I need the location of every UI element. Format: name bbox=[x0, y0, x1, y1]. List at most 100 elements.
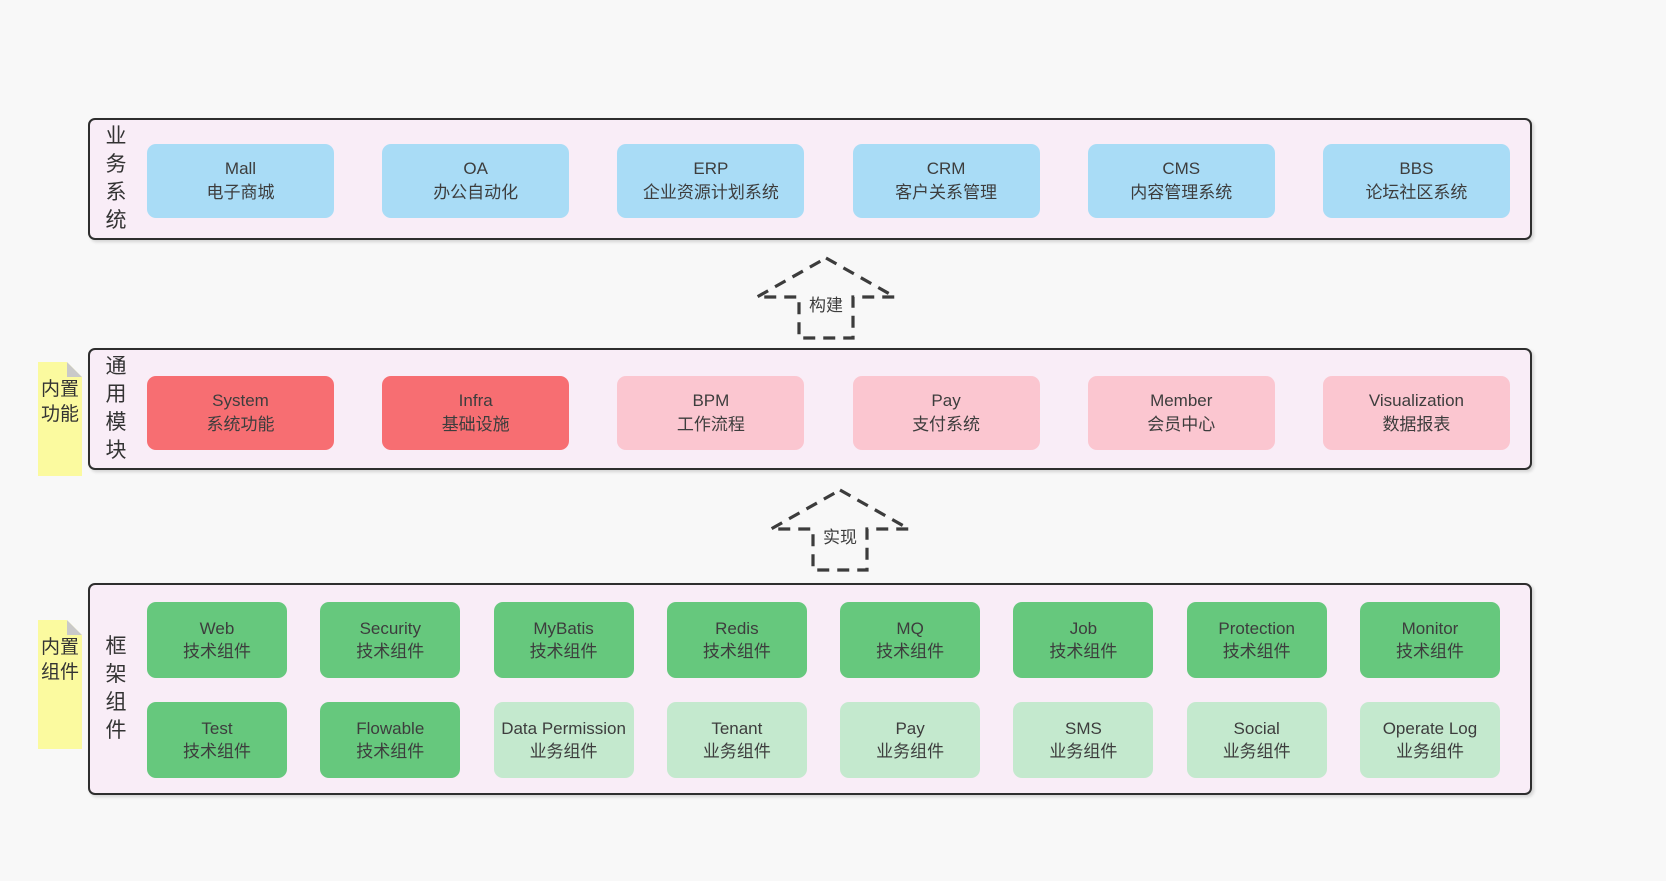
implement-arrow-label: 实现 bbox=[823, 528, 857, 547]
box-mq: MQ 技术组件 bbox=[840, 602, 981, 678]
arrow-up-outline bbox=[765, 488, 915, 572]
box-subtitle: 办公自动化 bbox=[433, 183, 519, 202]
framework-components-row-2: Test 技术组件 Flowable 技术组件 Data Permission … bbox=[147, 702, 1500, 778]
box-data-permission: Data Permission 业务组件 bbox=[493, 702, 634, 778]
box-sms: SMS 业务组件 bbox=[1013, 702, 1154, 778]
box-subtitle: 技术组件 bbox=[183, 642, 251, 661]
box-cms: CMS 内容管理系统 bbox=[1087, 144, 1275, 218]
box-title: Flowable bbox=[356, 719, 425, 738]
box-title: Operate Log bbox=[1382, 719, 1478, 738]
box-subtitle: 技术组件 bbox=[356, 642, 425, 661]
box-title: Tenant bbox=[711, 719, 763, 738]
box-monitor: Monitor 技术组件 bbox=[1359, 602, 1500, 678]
sticky-note-built-in-features: 内置功能 bbox=[38, 362, 82, 476]
folded-corner-icon bbox=[67, 362, 82, 377]
box-redis: Redis 技术组件 bbox=[666, 602, 807, 678]
box-subtitle: 支付系统 bbox=[912, 415, 981, 434]
box-subtitle: 技术组件 bbox=[183, 742, 251, 761]
build-arrow-label: 构建 bbox=[809, 296, 843, 315]
box-crm: CRM 客户关系管理 bbox=[852, 144, 1040, 218]
box-title: Redis bbox=[715, 619, 759, 638]
box-mybatis: MyBatis 技术组件 bbox=[493, 602, 634, 678]
box-subtitle: 业务组件 bbox=[1049, 742, 1118, 761]
box-title: Web bbox=[199, 619, 235, 638]
box-title: Pay bbox=[895, 719, 925, 738]
box-erp: ERP 企业资源计划系统 bbox=[617, 144, 805, 218]
box-subtitle: 业务组件 bbox=[876, 742, 945, 761]
box-oa: OA 办公自动化 bbox=[382, 144, 570, 218]
note-label: 内置功能 bbox=[40, 379, 79, 425]
box-title: Monitor bbox=[1401, 619, 1459, 638]
box-subtitle: 会员中心 bbox=[1147, 415, 1216, 434]
box-pay-component: Pay 业务组件 bbox=[840, 702, 981, 778]
business-systems-row: Mall 电子商城 OA 办公自动化 ERP 企业资源计划系统 CRM 客户关系… bbox=[147, 144, 1510, 218]
note-label: 内置组件 bbox=[40, 637, 79, 683]
box-tenant: Tenant 业务组件 bbox=[666, 702, 807, 778]
box-title: Protection bbox=[1218, 619, 1295, 638]
box-title: System bbox=[212, 391, 269, 410]
box-subtitle: 技术组件 bbox=[529, 642, 598, 661]
box-subtitle: 内容管理系统 bbox=[1130, 183, 1233, 202]
box-title: SMS bbox=[1064, 719, 1102, 738]
framework-components-panel: 框架组件 Web 技术组件 Security 技术组件 MyBatis 技术组件… bbox=[88, 583, 1532, 795]
folded-corner-icon bbox=[67, 620, 82, 635]
box-title: Test bbox=[201, 719, 233, 738]
box-subtitle: 客户关系管理 bbox=[895, 183, 998, 202]
business-systems-side-label: 业务系统 bbox=[105, 125, 127, 232]
box-title: CRM bbox=[926, 159, 966, 178]
box-subtitle: 业务组件 bbox=[1395, 742, 1464, 761]
box-job: Job 技术组件 bbox=[1013, 602, 1154, 678]
box-subtitle: 数据报表 bbox=[1382, 415, 1451, 434]
box-title: Social bbox=[1233, 719, 1280, 738]
framework-components-side-label: 框架组件 bbox=[105, 635, 127, 742]
business-systems-panel: 业务系统 Mall 电子商城 OA 办公自动化 ERP 企业资源计划系统 CRM… bbox=[88, 118, 1532, 240]
box-title: MQ bbox=[896, 619, 924, 638]
box-subtitle: 企业资源计划系统 bbox=[642, 183, 779, 202]
box-subtitle: 系统功能 bbox=[206, 415, 275, 434]
common-modules-side-label: 通用模块 bbox=[105, 355, 127, 462]
box-bpm: BPM 工作流程 bbox=[617, 376, 805, 450]
box-subtitle: 电子商城 bbox=[206, 183, 275, 202]
box-system: System 系统功能 bbox=[147, 376, 334, 450]
box-subtitle: 技术组件 bbox=[876, 642, 945, 661]
box-title: OA bbox=[463, 159, 488, 178]
box-title: Mall bbox=[224, 159, 257, 178]
box-title: Pay bbox=[931, 391, 961, 410]
box-web: Web 技术组件 bbox=[147, 602, 287, 678]
box-subtitle: 技术组件 bbox=[1395, 642, 1464, 661]
box-flowable: Flowable 技术组件 bbox=[320, 702, 461, 778]
box-pay-system: Pay 支付系统 bbox=[852, 376, 1040, 450]
box-security: Security 技术组件 bbox=[320, 602, 461, 678]
box-protection: Protection 技术组件 bbox=[1186, 602, 1327, 678]
common-modules-row: System 系统功能 Infra 基础设施 BPM 工作流程 Pay 支付系统… bbox=[147, 376, 1510, 450]
box-title: MyBatis bbox=[533, 619, 594, 638]
box-subtitle: 业务组件 bbox=[1222, 742, 1291, 761]
box-operate-log: Operate Log 业务组件 bbox=[1359, 702, 1500, 778]
arrow-up-outline bbox=[751, 256, 901, 340]
sticky-note-built-in-components: 内置组件 bbox=[38, 620, 82, 749]
box-title: BBS bbox=[1399, 159, 1434, 178]
box-subtitle: 技术组件 bbox=[1222, 642, 1291, 661]
box-title: ERP bbox=[693, 159, 729, 178]
box-subtitle: 技术组件 bbox=[1049, 642, 1118, 661]
box-subtitle: 基础设施 bbox=[441, 415, 510, 434]
box-subtitle: 技术组件 bbox=[702, 642, 771, 661]
common-modules-panel: 通用模块 System 系统功能 Infra 基础设施 BPM 工作流程 Pay… bbox=[88, 348, 1532, 470]
box-test: Test 技术组件 bbox=[147, 702, 287, 778]
box-subtitle: 论坛社区系统 bbox=[1365, 183, 1468, 202]
box-bbs: BBS 论坛社区系统 bbox=[1322, 144, 1510, 218]
box-member: Member 会员中心 bbox=[1087, 376, 1275, 450]
box-social: Social 业务组件 bbox=[1186, 702, 1327, 778]
box-subtitle: 业务组件 bbox=[529, 742, 598, 761]
box-subtitle: 业务组件 bbox=[702, 742, 771, 761]
box-subtitle: 工作流程 bbox=[676, 415, 745, 434]
box-title: Infra bbox=[458, 391, 493, 410]
box-mall: Mall 电子商城 bbox=[147, 144, 334, 218]
build-arrow-icon: 构建 bbox=[751, 256, 901, 340]
box-title: BPM bbox=[692, 391, 730, 410]
box-title: Job bbox=[1069, 619, 1098, 638]
box-title: Visualization bbox=[1368, 391, 1464, 410]
arrow-label-backdrop bbox=[817, 523, 863, 549]
framework-components-row-1: Web 技术组件 Security 技术组件 MyBatis 技术组件 Redi… bbox=[147, 602, 1500, 678]
